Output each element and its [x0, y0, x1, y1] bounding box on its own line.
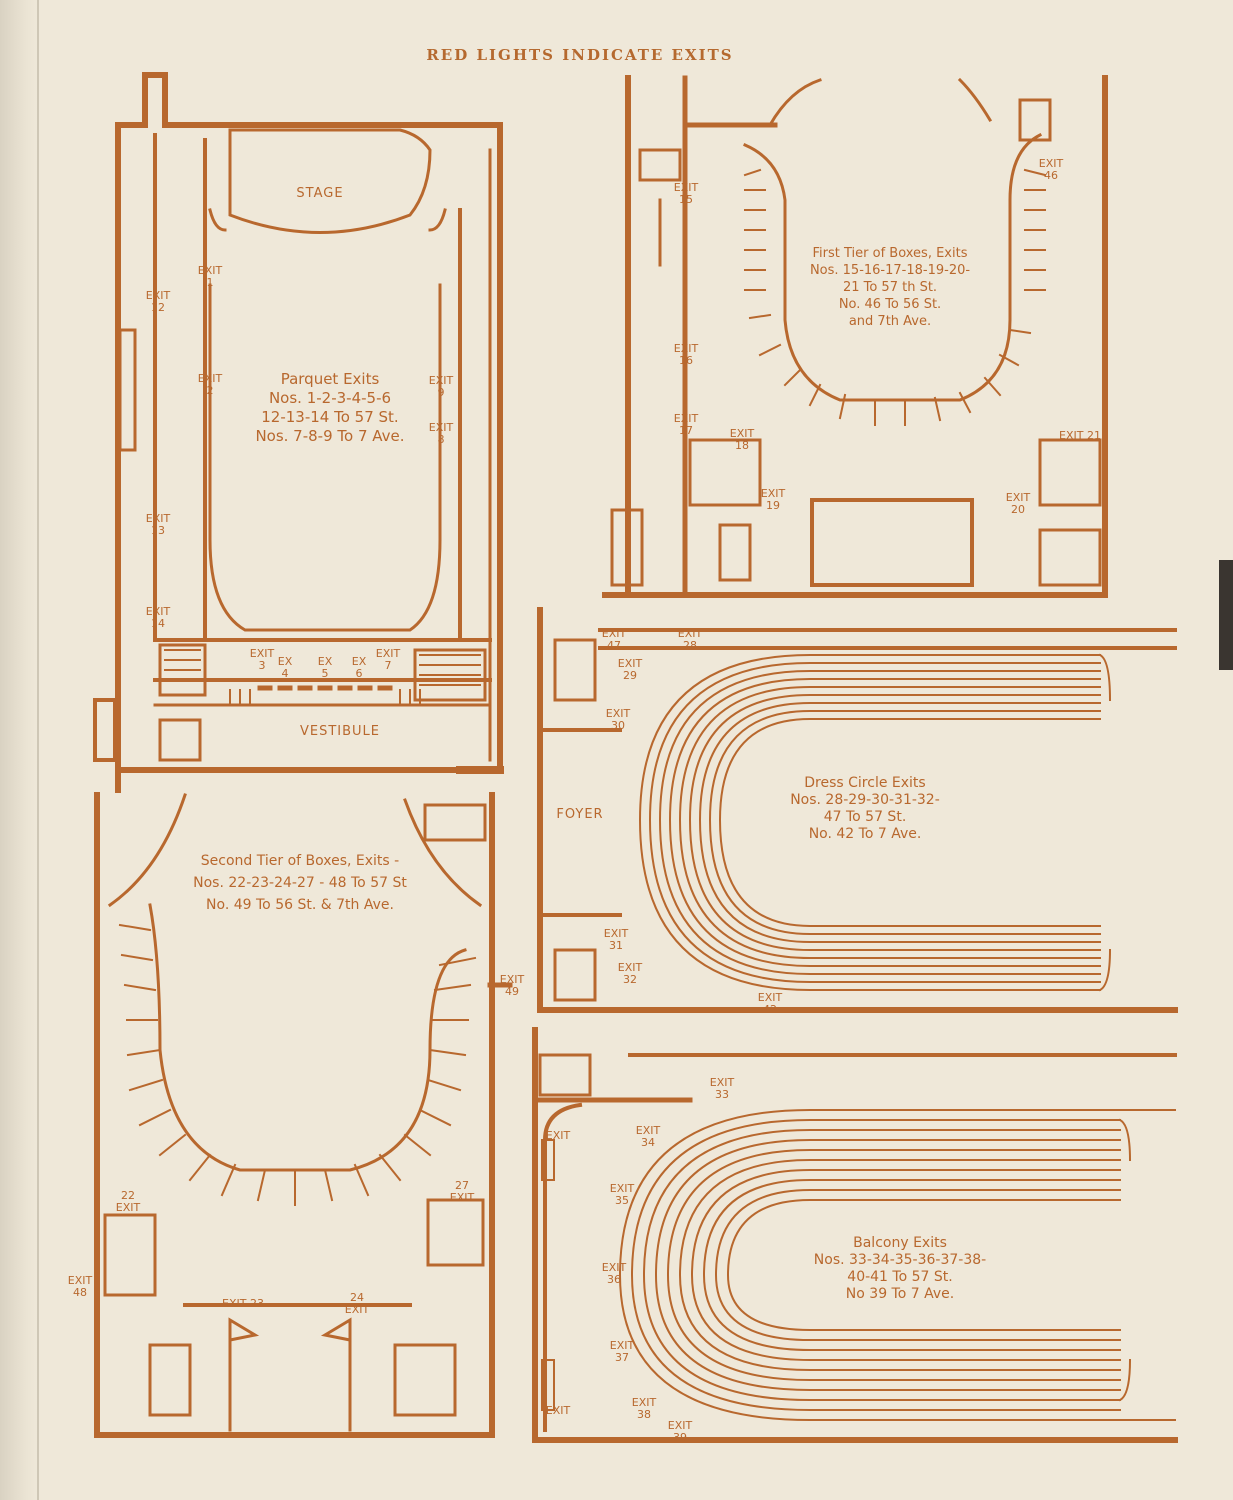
exit-label: EXIT 18 [729, 427, 755, 452]
exit-label: EXIT 17 [673, 412, 699, 437]
exit-label: EXIT 28 [677, 627, 703, 652]
exit-label: EXIT 16 [673, 342, 699, 367]
exit-label: EXIT 49 [499, 973, 525, 998]
exit-label: EXIT 29 [617, 657, 643, 682]
parquet-exits-text: Parquet Exits Nos. 1-2-3-4-5-6 12-13-14 … [255, 370, 405, 445]
exit-label: EXIT 14 [145, 605, 171, 630]
exit-label: EXIT 37 [609, 1339, 635, 1364]
exit-label: EXIT 20 [1005, 491, 1031, 516]
exit-label: EXIT 48 [67, 1274, 93, 1299]
exit-label: EXIT 35 [609, 1182, 635, 1207]
page-binding-edge [0, 0, 38, 1500]
exit-label: EXIT 32 [617, 961, 643, 986]
second-tier-exits-text: Second Tier of Boxes, Exits - Nos. 22-23… [193, 853, 407, 913]
exit-label: EXIT 34 [635, 1124, 661, 1149]
dress-circle-plan [537, 607, 1178, 1013]
exit-label: EXIT 46 [1038, 157, 1064, 182]
exit-label: 27 EXIT [449, 1179, 475, 1204]
exit-label: EXIT 3 [249, 647, 275, 672]
exit-label: EXIT 39 [667, 1419, 693, 1444]
exit-label: 22 EXIT [115, 1189, 141, 1214]
dark-edge-strip [1219, 560, 1233, 670]
exit-label: EX 6 [351, 655, 367, 680]
exit-label: EXIT 21 [1059, 429, 1101, 442]
first-tier-plan [602, 75, 1108, 598]
page-heading: RED LIGHTS INDICATE EXITS [426, 46, 734, 64]
exit-label: 24 EXIT [344, 1291, 370, 1316]
stage-label: STAGE [296, 186, 344, 201]
balcony-plan [532, 1027, 1178, 1443]
exit-label: EXIT 38 [631, 1396, 657, 1421]
exit-label: EXIT 9 [428, 374, 454, 399]
exit-label: EXIT 47 [601, 627, 627, 652]
exit-label: EXIT 2 [197, 372, 223, 397]
exit-label: EXIT 13 [145, 512, 171, 537]
parquet-plan [93, 72, 504, 793]
first-tier-exits-text: First Tier of Boxes, Exits Nos. 15-16-17… [809, 246, 971, 329]
exit-label: EXIT 36 [601, 1261, 627, 1286]
exit-label: EXIT 33 [709, 1076, 735, 1101]
exit-label: EXIT 12 [145, 289, 171, 314]
dress-circle-exits-text: Dress Circle Exits Nos. 28-29-30-31-32- … [790, 775, 940, 842]
exit-label: EXIT [545, 1129, 571, 1142]
exit-label: EXIT 42 [757, 991, 783, 1016]
exit-label: EXIT 23 [222, 1297, 264, 1310]
exit-label: EXIT 31 [603, 927, 629, 952]
exit-label: EXIT 1 [197, 264, 223, 289]
exit-label: EXIT 30 [605, 707, 631, 732]
balcony-exits-text: Balcony Exits Nos. 33-34-35-36-37-38- 40… [813, 1235, 987, 1302]
exit-label: EX 4 [277, 655, 293, 680]
second-tier-plan [94, 792, 513, 1438]
exit-label: EXIT [545, 1404, 571, 1417]
vestibule-label: VESTIBULE [299, 724, 381, 739]
exit-label: EXIT 15 [673, 181, 699, 206]
exit-label: EX 5 [317, 655, 333, 680]
exit-label: EXIT 7 [375, 647, 401, 672]
binding-fold [37, 0, 39, 1500]
foyer-label: FOYER [556, 807, 604, 822]
exit-label: EXIT 8 [428, 421, 454, 446]
exit-label: EXIT 19 [760, 487, 786, 512]
